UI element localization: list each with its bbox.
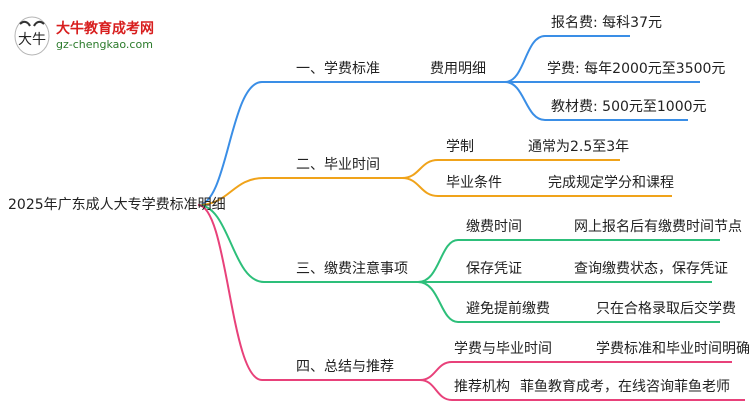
node-fee-detail: 费用明细: [430, 61, 486, 77]
leaf-tuition-fee: 学费: 每年2000元至3500元: [547, 61, 726, 77]
connector-graduation-to-condition: [401, 177, 672, 197]
node-duration: 学制: [446, 139, 474, 155]
connector-graduation-to-duration: [401, 159, 620, 179]
logo-url: gz-chengkao.com: [56, 38, 153, 51]
branch-payment-notes: 三、缴费注意事项: [296, 261, 408, 277]
node-keep-receipt: 保存凭证: [466, 261, 522, 277]
branch-summary: 四、总结与推荐: [296, 359, 394, 375]
logo-mark-text: 大牛: [18, 32, 46, 48]
bull-logo-icon: 大牛: [14, 16, 50, 56]
leaf-textbook-fee: 教材费: 500元至1000元: [551, 99, 707, 115]
value-payment-time: 网上报名后有缴费时间节点: [574, 219, 742, 235]
connector-payment-to-avoid: [417, 281, 720, 323]
leaf-registration-fee: 报名费: 每科37元: [551, 15, 662, 31]
connector-root-to-payment-notes: [197, 204, 418, 283]
node-payment-time: 缴费时间: [466, 219, 522, 235]
logo-title: 大牛教育成考网: [56, 21, 154, 37]
value-duration: 通常为2.5至3年: [528, 139, 630, 155]
value-fee-and-graduation: 学费标准和毕业时间明确: [596, 341, 750, 357]
value-keep-receipt: 查询缴费状态，保存凭证: [574, 261, 728, 277]
value-graduation-condition: 完成规定学分和课程: [548, 175, 674, 191]
node-recommended-institution: 推荐机构: [454, 379, 510, 395]
connector-fee-detail-to-registration: [504, 35, 630, 83]
node-fee-and-graduation: 学费与毕业时间: [454, 341, 552, 357]
node-graduation-condition: 毕业条件: [446, 175, 502, 191]
root-node: 2025年广东成人大专学费标准明细: [8, 197, 226, 213]
value-avoid-early-payment: 只在合格录取后交学费: [596, 301, 736, 317]
connector-fee-detail-to-textbook: [504, 81, 688, 121]
branch-fee-standard: 一、学费标准: [296, 61, 380, 77]
connector-root-to-summary: [197, 204, 420, 381]
connector-root-to-graduation: [197, 177, 402, 206]
node-avoid-early-payment: 避免提前缴费: [466, 301, 550, 317]
connector-summary-to-fee-grad: [419, 361, 732, 381]
connector-root-to-fee-standard: [197, 81, 400, 206]
connector-payment-to-time: [417, 239, 720, 283]
branch-graduation-time: 二、毕业时间: [296, 157, 380, 173]
site-logo[interactable]: 大牛 大牛教育成考网 gz-chengkao.com: [12, 14, 182, 58]
value-recommended-institution: 菲鱼教育成考，在线咨询菲鱼老师: [520, 379, 730, 395]
connector-summary-to-recommend: [419, 379, 745, 401]
